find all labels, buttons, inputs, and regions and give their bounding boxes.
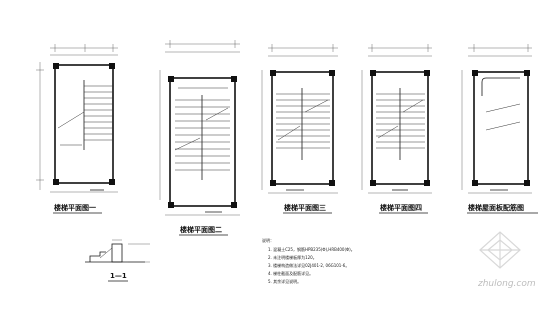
plan4-title: 楼梯平面图四 xyxy=(380,203,422,212)
roof-slab-plan: 楼梯屋面板配筋图 xyxy=(461,44,538,214)
plan2-title: 楼梯平面图二 xyxy=(180,225,222,234)
general-notes: 说明： 1. 混凝土C25，钢筋HPB235(Φ),HRB400(Φ)。 2. … xyxy=(262,237,355,284)
watermark-text: zhulong.com xyxy=(477,279,536,289)
notes-header: 说明： xyxy=(262,237,274,243)
section-1-1: 1—1 xyxy=(85,239,150,282)
roof-title: 楼梯屋面板配筋图 xyxy=(468,203,524,212)
note-line-1: 1. 混凝土C25，钢筋HPB235(Φ),HRB400(Φ)。 xyxy=(268,246,355,252)
watermark-logo xyxy=(479,231,521,269)
note-line-2: 2. 未注明楼梯板厚为120。 xyxy=(268,254,317,260)
stair-plan-1: 楼梯平面图一 xyxy=(36,44,118,214)
plan1-title: 楼梯平面图一 xyxy=(54,203,96,212)
note-line-3: 3. 楼梯构造做法详见02J401-2, 06G101-6。 xyxy=(268,262,349,268)
note-line-5: 5. 其余详见说明。 xyxy=(268,278,301,284)
stair-plan-3: 楼梯平面图三 xyxy=(261,44,338,214)
stair-plan-4: 楼梯平面图四 xyxy=(361,44,432,214)
note-line-4: 4. 梯柱截面及配筋详见。 xyxy=(268,270,313,276)
section-title: 1—1 xyxy=(110,272,127,280)
plan3-title: 楼梯平面图三 xyxy=(284,203,326,212)
stair-plan-2: 楼梯平面图二 xyxy=(159,40,240,236)
